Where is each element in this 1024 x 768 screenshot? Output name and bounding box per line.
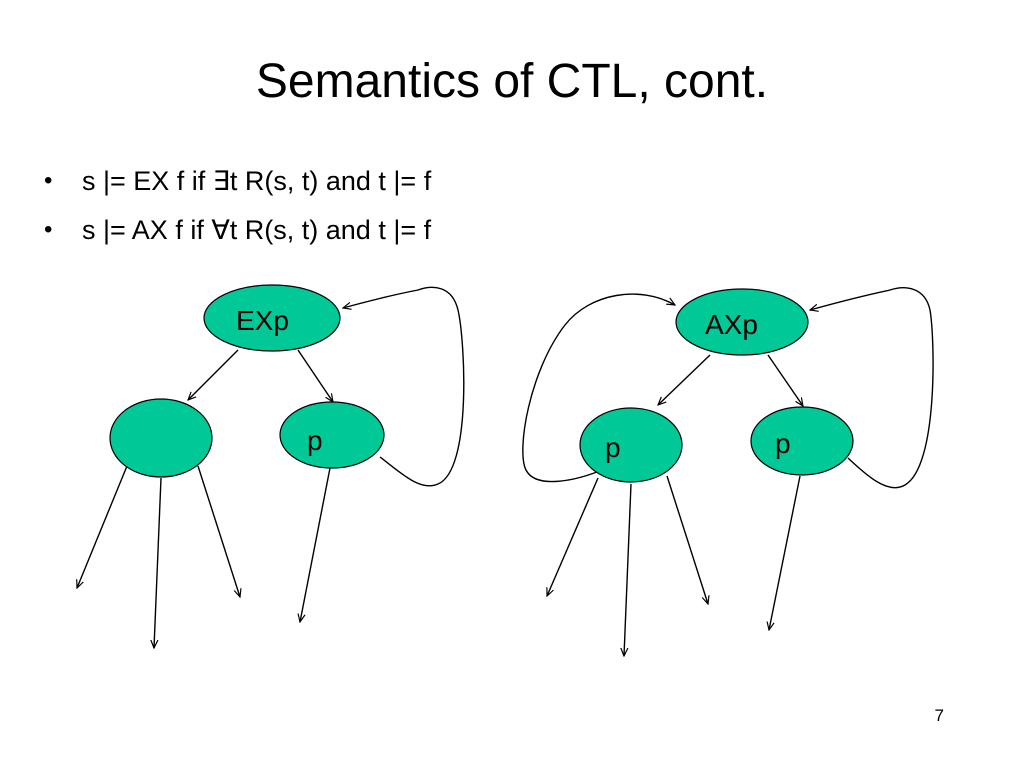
node-axp [675,288,809,356]
label-exp: EXp [236,305,289,336]
label-right-left-p: p [605,432,621,463]
node-right-left-p [579,407,683,483]
node-left-p [279,401,385,469]
label-left-p: p [307,425,323,456]
node-exp [203,284,341,352]
edge-axp-to-right-p [767,354,803,406]
edge-left-child-out-1 [77,465,128,588]
bullet-marker: • [44,216,53,243]
edge-exp-to-p-child [297,349,333,402]
label-axp: AXp [705,309,758,340]
bullet-text-ax: s |= AX f if ∀t R(s, t) and t |= f [82,215,432,245]
nodes [109,284,854,483]
bullet-item: • s |= EX f if ∃t R(s, t) and t |= f [44,160,431,209]
edge-axp-to-left-p [658,354,711,405]
edge-exp-to-left-child [188,349,239,400]
loop-right-p-to-axp [810,287,934,489]
edge-p-child-out [300,467,331,622]
edge-left-child-out-2 [154,477,162,648]
edges [77,286,934,656]
node-labels: EXp p AXp p p [236,305,791,463]
slide-title: Semantics of CTL, cont. [255,55,769,108]
edge-right-p-out [769,475,801,630]
bullet-text-ex: s |= EX f if ∃t R(s, t) and t |= f [82,166,432,196]
node-left-child [109,398,213,478]
bullet-list: • s |= EX f if ∃t R(s, t) and t |= f • s… [44,160,431,258]
edge-left-p-out-2 [624,483,632,656]
bullet-item: • s |= AX f if ∀t R(s, t) and t |= f [44,209,431,258]
edge-left-p-out-3 [666,475,708,604]
label-right-right-p: p [775,428,791,459]
bullet-marker: • [44,167,53,194]
loop-left-p-to-axp [522,293,675,483]
loop-p-to-exp [343,286,465,487]
edge-left-p-out-1 [547,477,599,596]
edge-left-child-out-3 [197,465,240,597]
page-number: 7 [934,706,944,725]
node-right-right-p [750,406,854,476]
